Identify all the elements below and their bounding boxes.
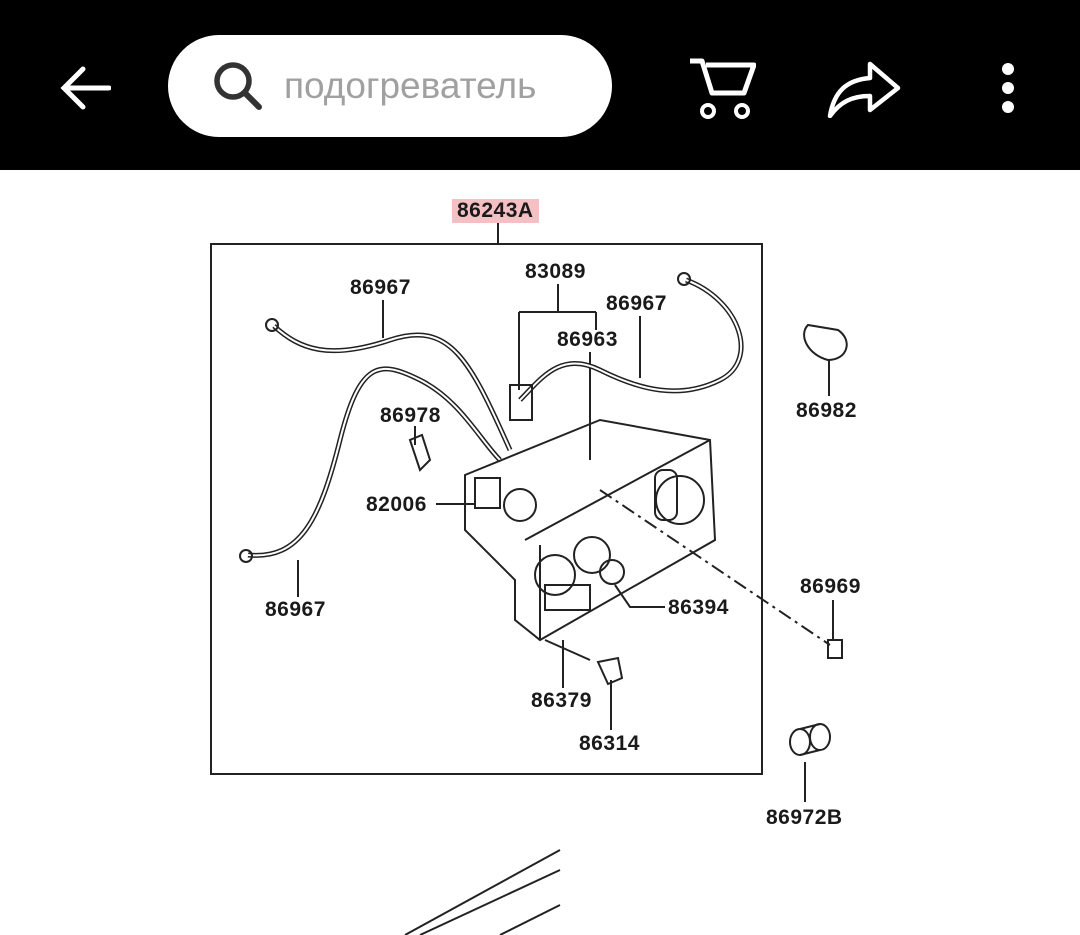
- parts-diagram-view[interactable]: 86243A 86967 83089 86967 86963 86978 820…: [0, 170, 1080, 935]
- back-arrow-icon: [60, 66, 111, 110]
- back-button[interactable]: [50, 55, 120, 121]
- part-label-86982[interactable]: 86982: [796, 399, 857, 422]
- share-icon: [827, 61, 901, 118]
- part-label-86967-bottom[interactable]: 86967: [265, 598, 326, 621]
- part-label-86972B[interactable]: 86972B: [766, 806, 843, 829]
- part-label-82006[interactable]: 82006: [366, 493, 427, 516]
- parts-diagram-drawing: [210, 222, 848, 935]
- part-label-86314[interactable]: 86314: [579, 732, 640, 755]
- cart-button[interactable]: [680, 50, 760, 126]
- part-label-86963[interactable]: 86963: [557, 328, 618, 351]
- search-field[interactable]: [168, 35, 612, 137]
- part-label-86243A[interactable]: 86243A: [452, 199, 539, 223]
- part-label-86967-right[interactable]: 86967: [606, 292, 667, 315]
- more-options-button[interactable]: [990, 55, 1026, 121]
- part-label-86969[interactable]: 86969: [800, 575, 861, 598]
- cart-icon: [690, 58, 756, 119]
- part-label-86978[interactable]: 86978: [380, 404, 441, 427]
- part-label-86394[interactable]: 86394: [668, 596, 729, 619]
- part-label-83089[interactable]: 83089: [525, 260, 586, 283]
- search-input[interactable]: [282, 64, 606, 108]
- search-icon: [214, 62, 262, 110]
- top-app-bar: [0, 0, 1080, 170]
- more-vert-icon: [1002, 63, 1014, 113]
- share-button[interactable]: [822, 52, 906, 124]
- part-label-86379[interactable]: 86379: [531, 689, 592, 712]
- part-label-86967-top[interactable]: 86967: [350, 276, 411, 299]
